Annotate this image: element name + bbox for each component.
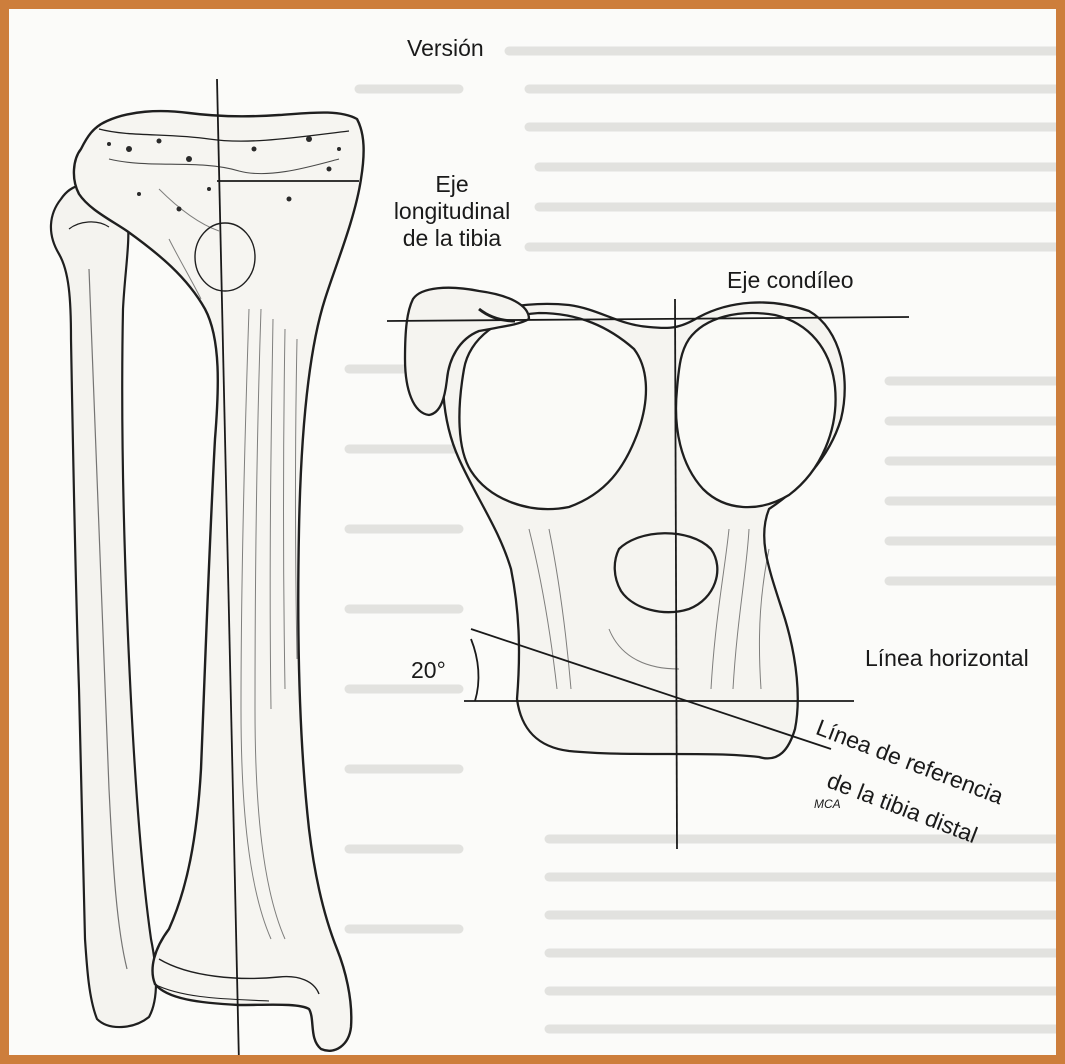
illustration bbox=[9, 9, 1065, 1064]
condylar-axis-label: Eje condíleo bbox=[727, 267, 854, 294]
longitudinal-axis-label-line-3: de la tibia bbox=[367, 225, 537, 252]
horizontal-line-label: Línea horizontal bbox=[865, 645, 1029, 672]
angle-arc bbox=[471, 639, 478, 701]
version-label: Versión bbox=[407, 35, 484, 62]
longitudinal-axis-label-line-2: longitudinal bbox=[367, 198, 537, 225]
longitudinal-axis-label-line-1: Eje bbox=[367, 171, 537, 198]
longitudinal-axis-label: Eje longitudinal de la tibia bbox=[367, 171, 537, 252]
fibula bbox=[51, 184, 156, 1027]
angle-label: 20° bbox=[411, 657, 446, 684]
tibial-plateau-view bbox=[405, 288, 845, 759]
